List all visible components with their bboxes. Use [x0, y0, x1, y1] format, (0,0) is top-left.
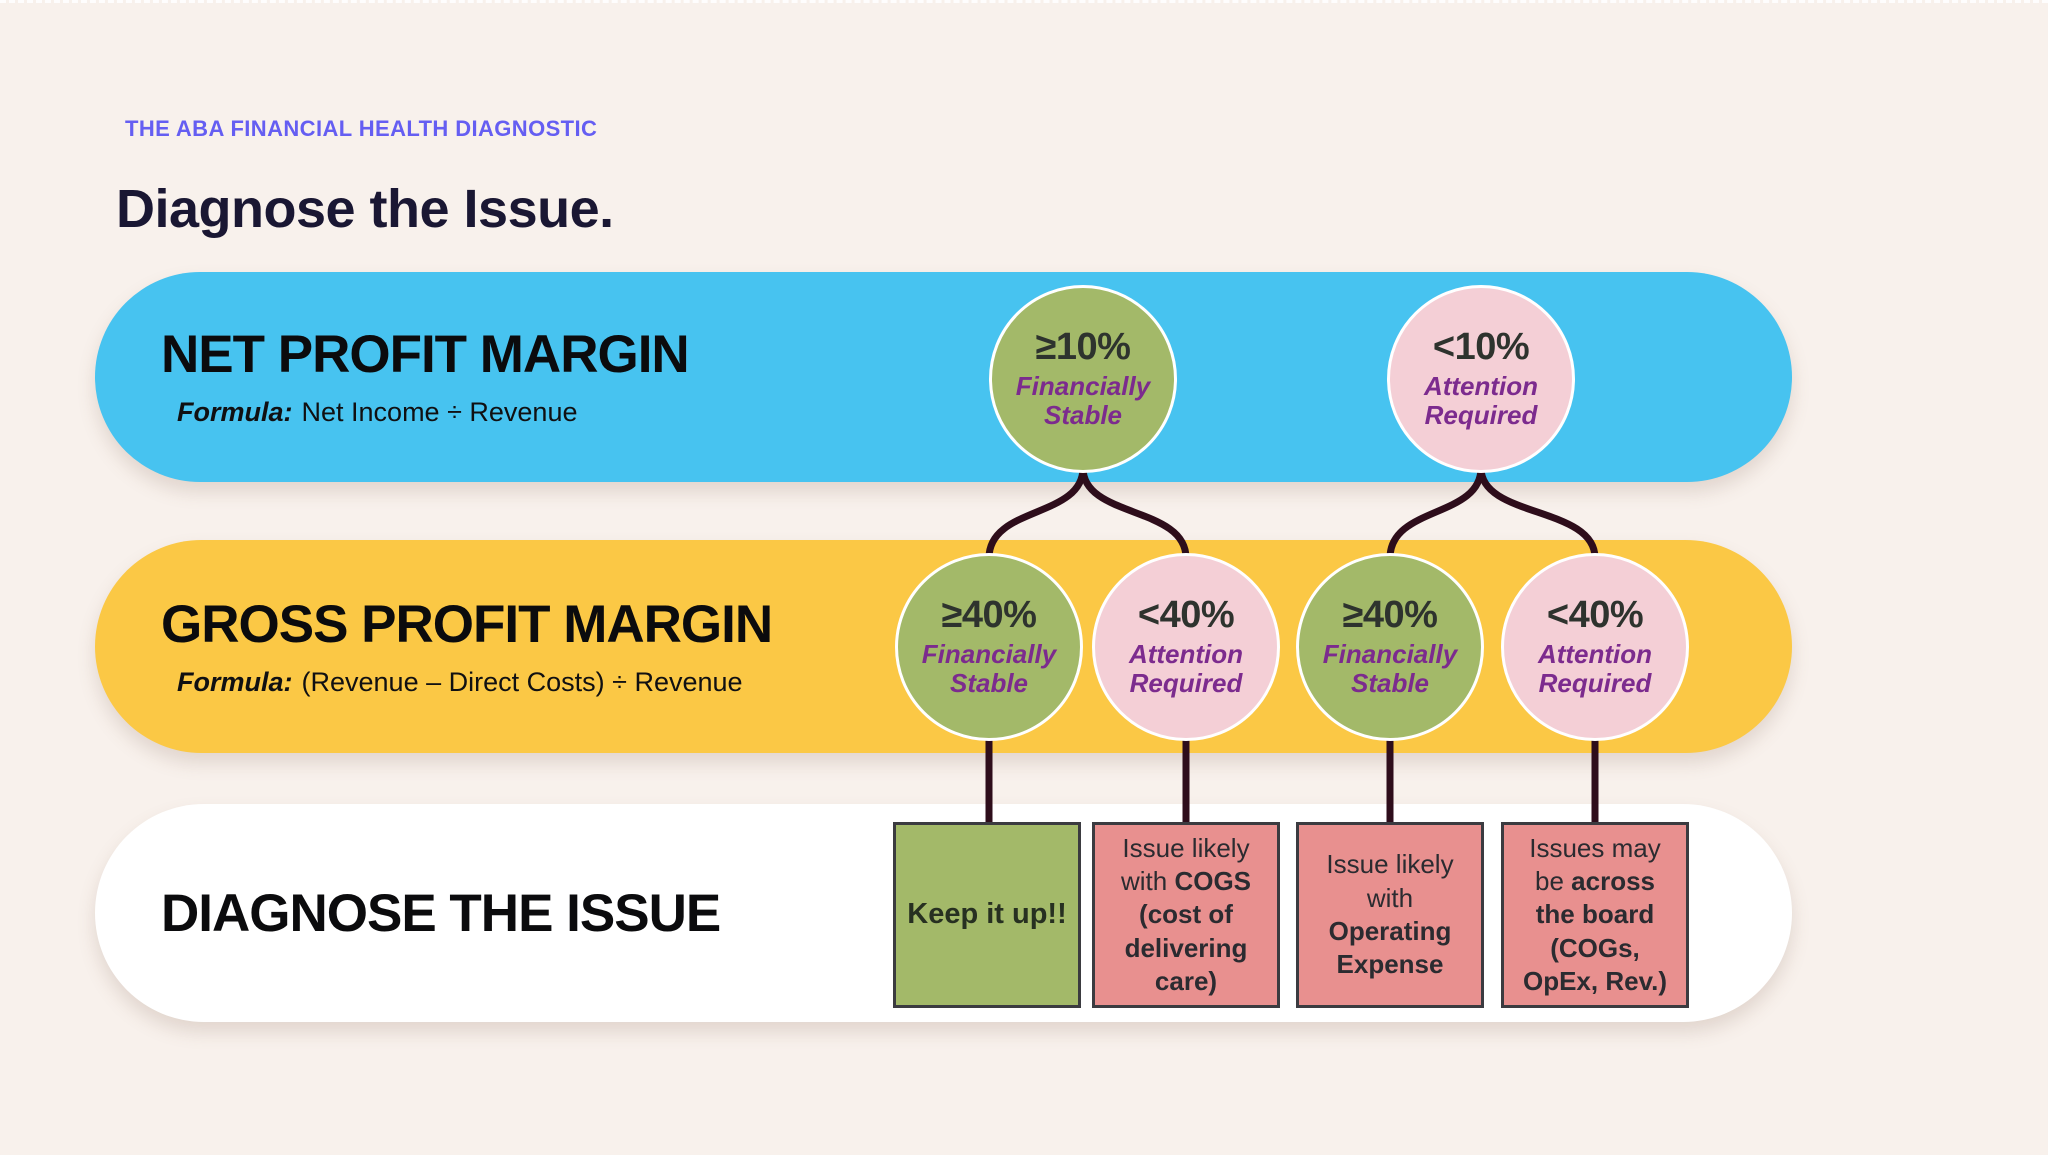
outcome-text: Keep it up!! — [907, 896, 1067, 933]
decision-circle-gross-attention-1: <40% Attention Required — [1092, 553, 1280, 741]
formula-value: Net Income ÷ Revenue — [301, 397, 578, 427]
formula-value: (Revenue – Direct Costs) ÷ Revenue — [301, 666, 743, 697]
formula-label: Formula: — [177, 397, 293, 427]
decision-circle-gross-attention-2: <40% Attention Required — [1501, 553, 1689, 741]
connector-branch-right-1 — [1386, 464, 1485, 562]
outcome-text: Issue likely with COGS (cost of deliveri… — [1103, 832, 1269, 998]
circle-threshold: <10% — [1432, 325, 1530, 368]
circle-status: Financially Stable — [921, 638, 1057, 698]
outcome-box-cogs: Issue likely with COGS (cost of deliveri… — [1092, 822, 1280, 1008]
outcome-box-keep-it-up: Keep it up!! — [893, 822, 1081, 1008]
outcome-text-pre: Issue likely with — [1326, 849, 1454, 913]
outcome-text: Issues may be across the board (COGs, Op… — [1512, 832, 1678, 998]
outcome-text-bold: Keep it up!! — [907, 898, 1067, 931]
slide-top-dashed-border — [0, 0, 2048, 3]
outcome-text-bold: Operating Expense — [1328, 916, 1452, 980]
circle-status: Financially Stable — [1015, 370, 1151, 430]
formula-label: Formula: — [177, 666, 293, 697]
outcome-text-bold: COGS (cost of delivering care) — [1124, 866, 1252, 996]
outcome-text-bold: across the board (COGs, OpEx, Rev.) — [1522, 866, 1667, 996]
connector-branch-left-1 — [985, 464, 1087, 562]
decision-circle-net-attention: <10% Attention Required — [1387, 285, 1575, 473]
outcome-box-across-the-board: Issues may be across the board (COGs, Op… — [1501, 822, 1689, 1008]
outcome-box-operating-expense: Issue likely with Operating Expense — [1296, 822, 1484, 1008]
row-formula-net-profit: Formula: Net Income ÷ Revenue — [161, 399, 1792, 426]
row-title-diagnose: DIAGNOSE THE ISSUE — [161, 883, 721, 943]
circle-threshold: ≥40% — [1342, 593, 1438, 636]
circle-threshold: <40% — [1137, 593, 1235, 636]
circle-threshold: <40% — [1546, 593, 1644, 636]
circle-threshold: ≥40% — [941, 593, 1037, 636]
decision-circle-net-stable: ≥10% Financially Stable — [989, 285, 1177, 473]
page-title: Diagnose the Issue. — [116, 179, 614, 239]
circle-status: Financially Stable — [1322, 638, 1458, 698]
row-formula-gross-profit: Formula: (Revenue – Direct Costs) ÷ Reven… — [161, 666, 1792, 697]
connector-branch-right-2 — [1477, 464, 1599, 562]
outcome-text: Issue likely with Operating Expense — [1307, 848, 1473, 981]
outcome-text-pre: Issues may be — [1529, 832, 1661, 897]
decision-circle-gross-stable-2: ≥40% Financially Stable — [1296, 553, 1484, 741]
circle-threshold: ≥10% — [1035, 325, 1131, 368]
circle-status: Attention Required — [1423, 370, 1539, 430]
circle-status: Attention Required — [1537, 638, 1653, 698]
decision-circle-gross-stable-1: ≥40% Financially Stable — [895, 553, 1083, 741]
eyebrow-label: THE ABA FINANCIAL HEALTH DIAGNOSTIC — [125, 116, 598, 141]
connector-branch-left-2 — [1079, 464, 1190, 562]
row-title-net-profit: NET PROFIT MARGIN — [161, 325, 690, 384]
circle-status: Attention Required — [1128, 638, 1244, 698]
row-title-gross-profit: GROSS PROFIT MARGIN — [161, 594, 773, 654]
outcome-text-pre: Issue likely with — [1120, 832, 1250, 897]
